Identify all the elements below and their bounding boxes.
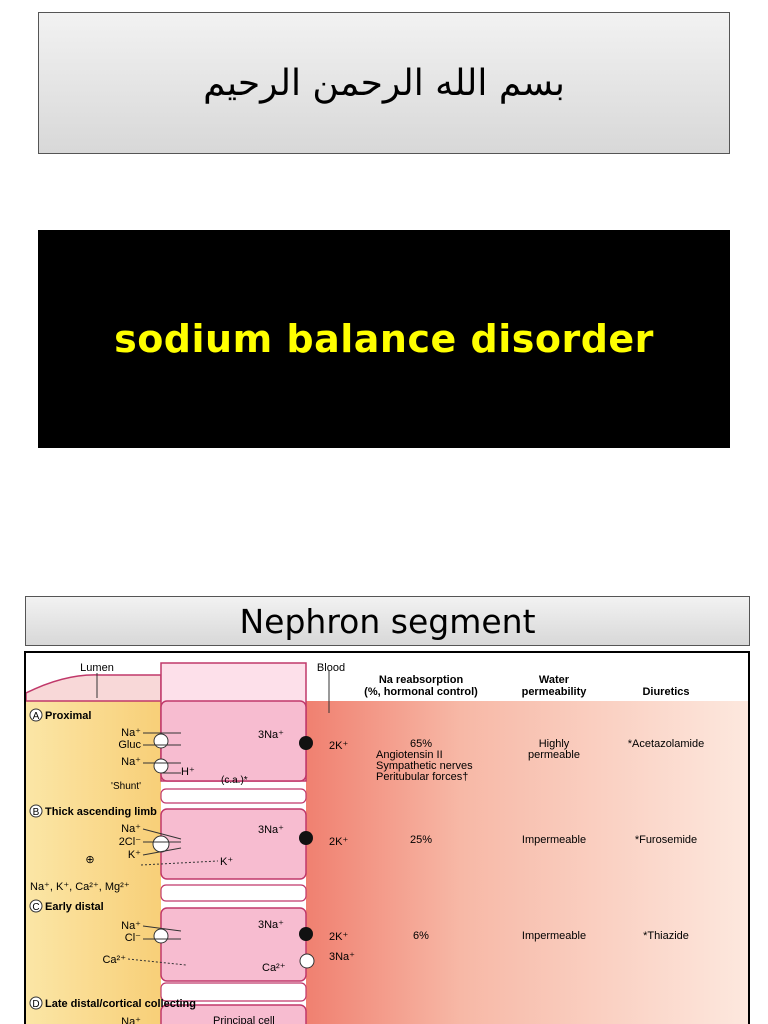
paracellular-ions: Na⁺, K⁺, Ca²⁺, Mg²⁺ (30, 881, 130, 893)
svg-text:⊕: ⊕ (85, 854, 94, 866)
svg-text:*Acetazolamide: *Acetazolamide (628, 738, 704, 750)
col-na-line2: (%, hormonal control) (364, 686, 478, 698)
segment-c-name: Early distal (45, 901, 104, 913)
svg-text:2K⁺: 2K⁺ (329, 836, 348, 848)
svg-text:D: D (32, 999, 39, 1010)
svg-text:Impermeable: Impermeable (522, 834, 586, 846)
svg-text:Angiotensin II: Angiotensin II (376, 749, 443, 761)
svg-text:H⁺: H⁺ (181, 766, 195, 778)
segment-proximal: A Proximal Na⁺ Gluc Na⁺ 'Shunt' H⁺ (c.a.… (29, 708, 704, 792)
lumen-area (26, 701, 161, 1024)
col-water-line2: permeability (522, 686, 588, 698)
basmala-banner: بسم الله الرحمن الرحيم (38, 12, 730, 154)
svg-text:Impermeable: Impermeable (522, 930, 586, 942)
segment-thick-ascending-limb: B Thick ascending limb Na⁺ 2Cl⁻ K⁺ ⊕ K⁺ … (29, 804, 697, 893)
title-banner: sodium balance disorder (38, 230, 730, 448)
svg-text:3Na⁺: 3Na⁺ (329, 951, 355, 963)
section-title: Nephron segment (239, 601, 536, 641)
blood-area (306, 701, 748, 1024)
section-header: Nephron segment (25, 596, 750, 646)
svg-text:65%: 65% (410, 738, 432, 750)
svg-text:Na⁺: Na⁺ (121, 1016, 141, 1024)
segment-b-name: Thick ascending limb (45, 806, 157, 818)
svg-text:A: A (33, 711, 40, 722)
svg-text:permeable: permeable (528, 749, 580, 761)
svg-text:3Na⁺: 3Na⁺ (258, 919, 284, 931)
svg-text:Highly: Highly (539, 738, 570, 750)
svg-text:'Shunt': 'Shunt' (111, 781, 141, 792)
segment-d-name: Late distal/cortical collecting (45, 998, 196, 1010)
svg-text:(c.a.)*: (c.a.)* (221, 775, 248, 786)
epithelial-cells (160, 662, 307, 1024)
svg-text:Ca²⁺: Ca²⁺ (262, 962, 286, 974)
col-diuretics: Diuretics (642, 686, 689, 698)
svg-text:Ca²⁺: Ca²⁺ (102, 954, 126, 966)
svg-text:Na⁺: Na⁺ (121, 727, 141, 739)
svg-text:Sympathetic nerves: Sympathetic nerves (376, 760, 473, 772)
svg-text:Na⁺: Na⁺ (121, 823, 141, 835)
segment-a-name: Proximal (45, 710, 91, 722)
nephron-figure: Lumen Blood Na reabsorption (%, hormonal… (24, 651, 750, 1024)
svg-text:Na⁺: Na⁺ (121, 756, 141, 768)
svg-text:Gluc: Gluc (118, 739, 141, 751)
segment-early-distal: C Early distal Na⁺ Cl⁻ Ca²⁺ Ca²⁺ 3Na⁺ 3N… (29, 899, 689, 974)
slide-title: sodium balance disorder (114, 317, 654, 361)
svg-text:*Furosemide: *Furosemide (635, 834, 697, 846)
svg-text:K⁺: K⁺ (220, 856, 233, 868)
svg-text:C: C (32, 902, 39, 913)
svg-text:2Cl⁻: 2Cl⁻ (119, 836, 142, 848)
svg-text:Principal cell: Principal cell (213, 1015, 275, 1024)
svg-text:6%: 6% (413, 930, 429, 942)
blood-label: Blood (317, 662, 345, 674)
svg-text:2K⁺: 2K⁺ (329, 931, 348, 943)
lumen-label: Lumen (80, 662, 114, 674)
svg-text:K⁺: K⁺ (128, 849, 141, 861)
svg-text:3Na⁺: 3Na⁺ (258, 824, 284, 836)
col-water-line1: Water (539, 674, 570, 686)
col-na-line1: Na reabsorption (379, 674, 464, 686)
svg-text:25%: 25% (410, 834, 432, 846)
svg-text:Peritubular forces†: Peritubular forces† (376, 771, 468, 783)
svg-text:B: B (33, 807, 40, 818)
svg-text:*Thiazide: *Thiazide (643, 930, 689, 942)
svg-text:2K⁺: 2K⁺ (329, 740, 348, 752)
nephron-diagram: Lumen Blood Na reabsorption (%, hormonal… (26, 662, 748, 1024)
svg-text:Na⁺: Na⁺ (121, 920, 141, 932)
svg-text:Cl⁻: Cl⁻ (125, 932, 141, 944)
basmala-text: بسم الله الرحمن الرحيم (203, 62, 565, 104)
segment-late-distal: D Late distal/cortical collecting Na⁺ Pr… (29, 996, 275, 1024)
svg-text:3Na⁺: 3Na⁺ (258, 729, 284, 741)
